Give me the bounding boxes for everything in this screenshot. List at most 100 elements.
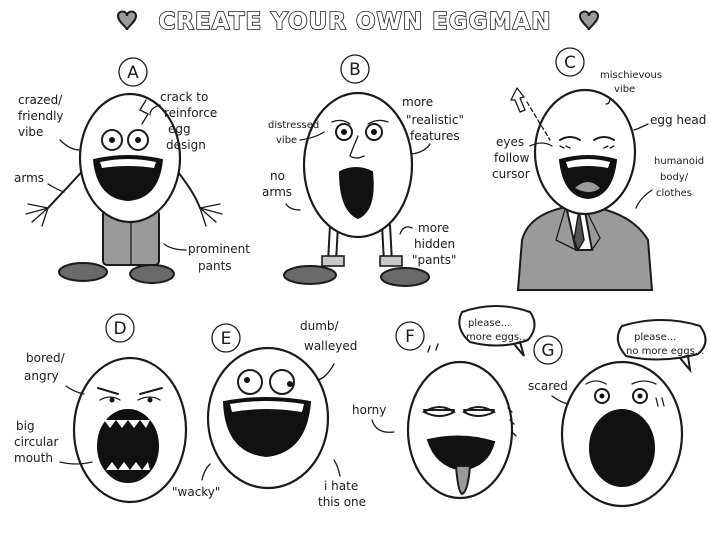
svg-text:mouth: mouth [14, 451, 53, 465]
note-realistic: more "realistic" features [402, 95, 464, 155]
svg-text:egg head: egg head [650, 113, 706, 127]
left-hand [25, 203, 49, 227]
letter-circle [118, 57, 148, 87]
note-hate: i hate this one [318, 459, 366, 509]
note-egg-head: egg head [633, 113, 706, 131]
note-mischievous: mischievous vibe [600, 70, 662, 105]
svg-text:prominent: prominent [188, 242, 250, 256]
variant-letter: B [349, 60, 361, 80]
note-bored: bored/ angry [24, 351, 85, 395]
svg-text:i hate: i hate [324, 479, 358, 493]
svg-text:arms: arms [262, 185, 292, 199]
svg-text:please...: please... [634, 332, 676, 343]
svg-text:more: more [418, 221, 449, 235]
crack [139, 99, 149, 125]
svg-text:crack to: crack to [160, 90, 208, 104]
heart-icon [578, 10, 600, 31]
svg-text:design: design [166, 138, 206, 152]
svg-text:dumb/: dumb/ [300, 319, 340, 333]
note-humanoid: humanoid body/ clothes [635, 156, 704, 209]
note-mouth: big circular mouth [14, 419, 93, 465]
svg-text:friendly: friendly [18, 109, 64, 123]
svg-text:angry: angry [24, 369, 59, 383]
note-crack: crack to reinforce egg design [149, 90, 217, 152]
speech-bubble [458, 305, 536, 357]
variant-c: C mischievous vibe egg head eyes follow … [492, 47, 706, 291]
note-distressed: distressed vibe [268, 120, 325, 146]
variant-letter: F [405, 327, 415, 347]
svg-text:circular: circular [14, 435, 58, 449]
right-hand [199, 203, 223, 227]
svg-text:horny: horny [352, 403, 386, 417]
note-hidden: more hidden "pants" [399, 221, 457, 267]
cursor-arrow-icon [510, 87, 526, 113]
svg-text:no more eggs...: no more eggs... [626, 346, 704, 357]
svg-text:features: features [410, 129, 460, 143]
variant-letter: C [564, 53, 576, 73]
right-shoe [380, 267, 430, 287]
svg-text:eyes: eyes [496, 135, 524, 149]
speech-bubble [616, 319, 707, 374]
note-scared: scared [528, 379, 569, 405]
note-no-arms: no arms [262, 169, 301, 211]
variant-e: E dumb/ walleyed "wacky" i hate this one [172, 319, 366, 509]
egg-body [302, 91, 414, 239]
note-pants: prominent pants [163, 242, 250, 273]
svg-text:arms: arms [14, 171, 44, 185]
svg-text:more: more [402, 95, 433, 109]
svg-text:more eggs...: more eggs... [466, 332, 529, 343]
svg-text:cursor: cursor [492, 167, 530, 181]
heart-icon [116, 10, 138, 31]
svg-text:big: big [16, 419, 35, 433]
note-dumb: dumb/ walleyed [300, 319, 357, 381]
right-shoe [129, 264, 175, 284]
svg-text:clothes: clothes [656, 188, 692, 199]
mouth [426, 435, 496, 472]
mouth [338, 167, 374, 220]
variant-letter: E [221, 329, 232, 349]
note-horny: horny [352, 403, 395, 433]
svg-text:vibe: vibe [276, 135, 297, 146]
svg-text:please...: please... [468, 318, 510, 329]
svg-text:crazed/: crazed/ [18, 93, 63, 107]
tongue [454, 465, 472, 496]
svg-text:humanoid: humanoid [654, 156, 704, 167]
mouth [589, 409, 655, 487]
left-shoe [283, 265, 337, 285]
page-title: CREATE YOUR OWN EGGMAN [158, 9, 551, 35]
svg-text:body/: body/ [660, 172, 689, 183]
svg-text:pants: pants [198, 259, 232, 273]
title-banner: CREATE YOUR OWN EGGMAN [116, 8, 600, 36]
svg-text:distressed: distressed [268, 120, 319, 131]
variant-b: B distressed vibe more "realistic" featu… [262, 54, 464, 287]
egg-body [406, 360, 514, 500]
svg-text:reinforce: reinforce [164, 106, 217, 120]
variant-f: F please... more eggs... horny [352, 305, 536, 500]
mouth [92, 155, 164, 202]
svg-text:mischievous: mischievous [600, 70, 662, 81]
variant-letter: G [541, 341, 554, 361]
variant-letter: A [127, 63, 139, 83]
svg-text:scared: scared [528, 379, 568, 393]
svg-text:bored/: bored/ [26, 351, 66, 365]
svg-text:vibe: vibe [18, 125, 43, 139]
variant-a: A crazed/ friendly vibe crack to reinfor… [14, 57, 250, 284]
note-arms: arms [14, 171, 65, 193]
variant-d: D bored/ angry big circular mouth [14, 313, 188, 504]
svg-text:no: no [270, 169, 285, 183]
note-wacky: "wacky" [172, 463, 220, 499]
svg-text:"pants": "pants" [412, 253, 457, 267]
mouth [222, 397, 312, 458]
left-shoe [58, 262, 108, 282]
svg-text:"realistic": "realistic" [406, 113, 464, 127]
svg-text:follow: follow [494, 151, 530, 165]
svg-text:this one: this one [318, 495, 366, 509]
variant-letter: D [113, 319, 126, 339]
svg-text:vibe: vibe [614, 84, 635, 95]
svg-text:hidden: hidden [414, 237, 455, 251]
svg-text:walleyed: walleyed [304, 339, 357, 353]
svg-text:"wacky": "wacky" [172, 485, 220, 499]
note-vibe: crazed/ friendly vibe [18, 93, 81, 151]
note-eyes: eyes follow cursor [492, 135, 553, 181]
